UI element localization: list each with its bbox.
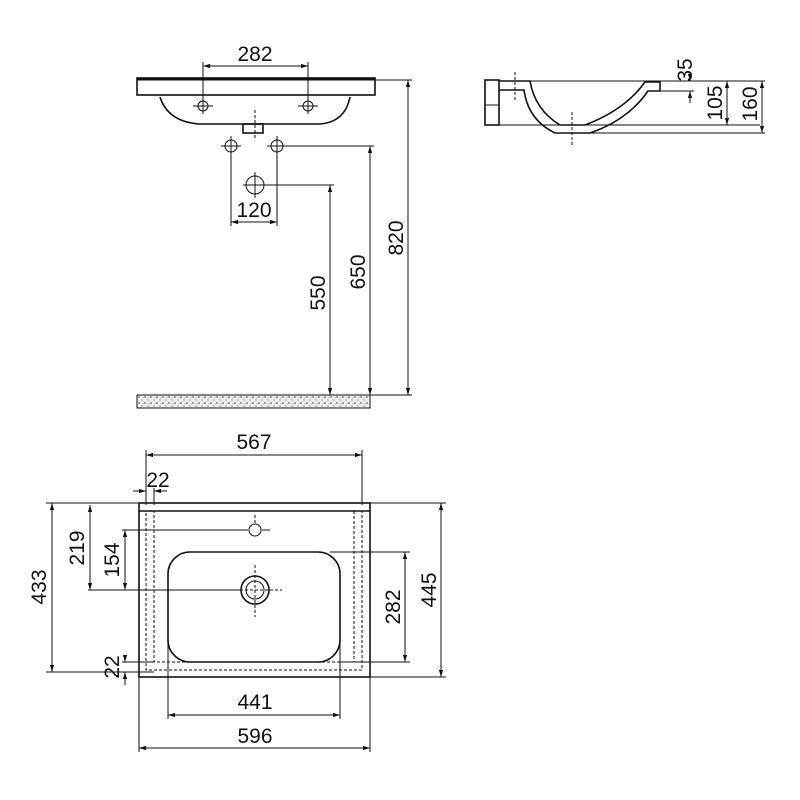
tap-hole	[248, 515, 270, 537]
dim-inner-width: 567	[236, 431, 271, 454]
dim-edge-offset-top: 22	[146, 469, 169, 492]
dim-total-depth-plan: 445	[418, 572, 441, 607]
side-bowl-profile	[499, 80, 661, 134]
dim-tap-spacing: 282	[237, 43, 272, 66]
front-view: 282 120 820 650 550	[136, 43, 412, 409]
dim-rim-depth: 35	[674, 58, 697, 81]
drain-hole	[240, 565, 282, 617]
dim-overall-depth: 433	[28, 569, 51, 604]
dim-overall-width: 596	[237, 725, 272, 748]
dim-drain-offset: 154	[101, 542, 124, 577]
dim-height-supply: 650	[347, 254, 370, 289]
dim-bowl-depth-plan: 282	[382, 589, 405, 624]
waste-hole	[243, 172, 267, 198]
plan-view: 567 22 433 219 154 22 282 445 441	[28, 431, 446, 752]
dim-tap-to-drain: 219	[66, 530, 89, 565]
dim-wall-hole-spacing: 120	[236, 199, 271, 222]
dim-height-overall: 820	[385, 220, 408, 255]
dim-bowl-depth: 105	[704, 85, 727, 120]
dim-total-depth: 160	[739, 86, 762, 121]
side-view: 35 105 160	[484, 58, 765, 145]
countertop	[136, 77, 376, 96]
dim-height-drain: 550	[307, 275, 330, 310]
dim-bowl-width: 441	[237, 691, 272, 714]
drain-outlet	[242, 123, 264, 134]
dim-edge-offset-bottom: 22	[101, 655, 124, 678]
basin	[167, 551, 341, 663]
floor	[136, 394, 371, 409]
side-wall-back	[484, 79, 500, 126]
